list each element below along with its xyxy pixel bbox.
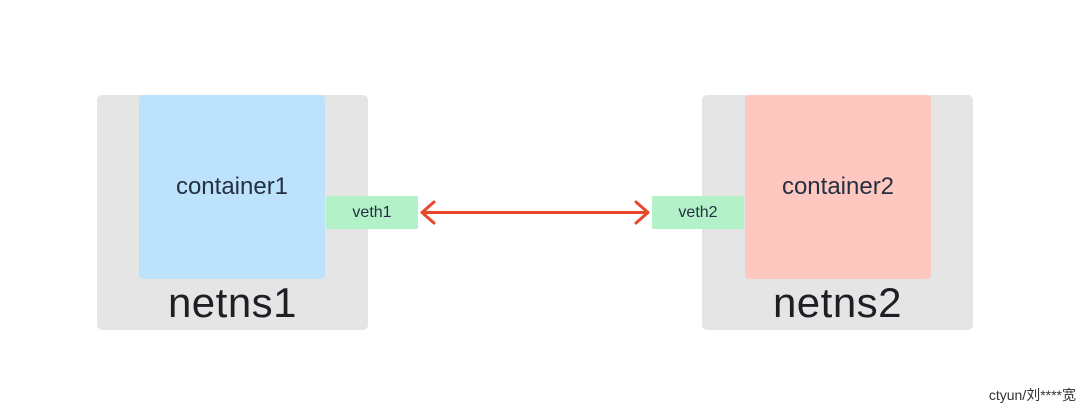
veth-link-arrow — [420, 200, 650, 225]
container2-box: container2 — [745, 95, 931, 279]
container2-label: container2 — [781, 173, 895, 200]
veth2-box: veth2 — [652, 196, 744, 229]
netns2-label: netns2 — [772, 279, 903, 326]
veth-link-arrowhead-left — [420, 200, 436, 225]
veth2-label: veth2 — [678, 203, 718, 221]
container1-label: container1 — [175, 173, 289, 200]
veth1-box: veth1 — [326, 196, 418, 229]
veth1-label: veth1 — [352, 203, 392, 221]
netns1-label: netns1 — [167, 279, 298, 326]
veth-link-arrowhead-right — [634, 200, 650, 225]
container1-box: container1 — [139, 95, 325, 279]
watermark: ctyun/刘****宽 — [988, 387, 1076, 403]
